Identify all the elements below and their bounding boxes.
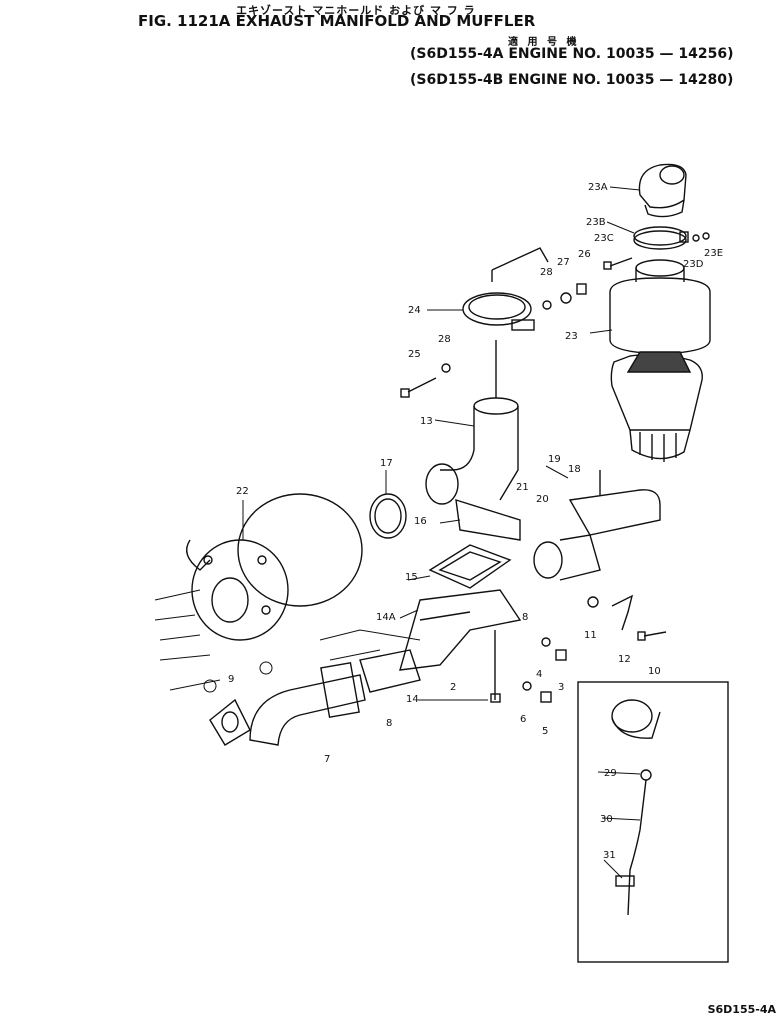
japanese-title: エキゾースト マニホールド および マ フ ラ <box>236 4 476 17</box>
part-23c-bolt <box>603 257 633 270</box>
callout-3: 3 <box>558 682 564 693</box>
callout-13: 13 <box>420 416 433 427</box>
drawing-reference: S6D155-4A <box>707 1003 776 1016</box>
applicable-serial-label: 適 用 号 機 <box>508 37 580 48</box>
inset-detail-box <box>577 681 729 963</box>
callout-4: 4 <box>536 669 542 680</box>
part-13-exhaust-elbow <box>425 340 521 541</box>
callout-31: 31 <box>603 850 616 861</box>
callout-7: 7 <box>324 754 330 765</box>
callout-10: 10 <box>648 666 661 677</box>
callout-28-top: 28 <box>540 267 553 278</box>
callout-20: 20 <box>536 494 549 505</box>
engine-range-4a: (S6D155-4A ENGINE NO. 10035 — 14256) <box>410 46 734 62</box>
callout-19: 19 <box>548 454 561 465</box>
callout-17: 17 <box>380 458 393 469</box>
part-22-turbocharger <box>186 493 363 641</box>
callout-23e: 23E <box>704 248 723 259</box>
callout-2: 2 <box>450 682 456 693</box>
callout-14: 14 <box>406 694 419 705</box>
callout-25: 25 <box>408 349 421 360</box>
callout-8-left: 8 <box>386 718 392 729</box>
callout-28-mid: 28 <box>438 334 451 345</box>
callout-5: 5 <box>542 726 548 737</box>
callout-21: 21 <box>516 482 529 493</box>
callout-6: 6 <box>520 714 526 725</box>
part-2-manifold <box>399 589 522 671</box>
part-right-exhaust-pipe <box>533 470 661 581</box>
callout-23: 23 <box>565 331 578 342</box>
engine-range-4b: (S6D155-4B ENGINE NO. 10035 — 14280) <box>410 72 734 88</box>
part-15-plate <box>428 544 512 589</box>
part-26-27-28-nuts-washers <box>441 283 587 373</box>
callout-29: 29 <box>604 768 617 779</box>
engine-block-outline <box>154 589 421 693</box>
part-11-12-10-fittings <box>587 594 667 641</box>
callout-18: 18 <box>568 464 581 475</box>
part-17-gasket <box>369 493 407 539</box>
part-23b-clamp <box>633 226 710 250</box>
part-23a-elbow <box>638 163 687 218</box>
callout-30: 30 <box>600 814 613 825</box>
leader-lines <box>242 186 641 879</box>
callout-26: 26 <box>578 249 591 260</box>
callout-27: 27 <box>557 257 570 268</box>
callout-labels: 23A 23B 23C 23D 23E 26 27 28 24 28 25 23… <box>228 182 723 861</box>
part-3-4-5-6-14-bolts <box>490 630 567 703</box>
callout-9: 9 <box>228 674 234 685</box>
callout-11: 11 <box>584 630 597 641</box>
figure-title: FIG. 1121A EXHAUST MANIFOLD AND MUFFLER <box>138 12 536 30</box>
callout-23d: 23D <box>683 259 704 270</box>
callout-14a: 14A <box>376 612 396 623</box>
part-24-clamp-ring <box>462 247 549 331</box>
callout-22: 22 <box>236 486 249 497</box>
callout-23a: 23A <box>588 182 608 193</box>
part-7-manifold-pipe <box>249 649 421 746</box>
callout-12: 12 <box>618 654 631 665</box>
callout-16: 16 <box>414 516 427 527</box>
callout-15: 15 <box>405 572 418 583</box>
callout-24: 24 <box>408 305 421 316</box>
part-25-bolt <box>400 377 437 398</box>
callout-23c: 23C <box>594 233 614 244</box>
part-9-flange <box>209 698 251 746</box>
callout-23b: 23B <box>586 217 606 228</box>
callout-8-right: 8 <box>522 612 528 623</box>
part-23-muffler <box>609 259 711 462</box>
